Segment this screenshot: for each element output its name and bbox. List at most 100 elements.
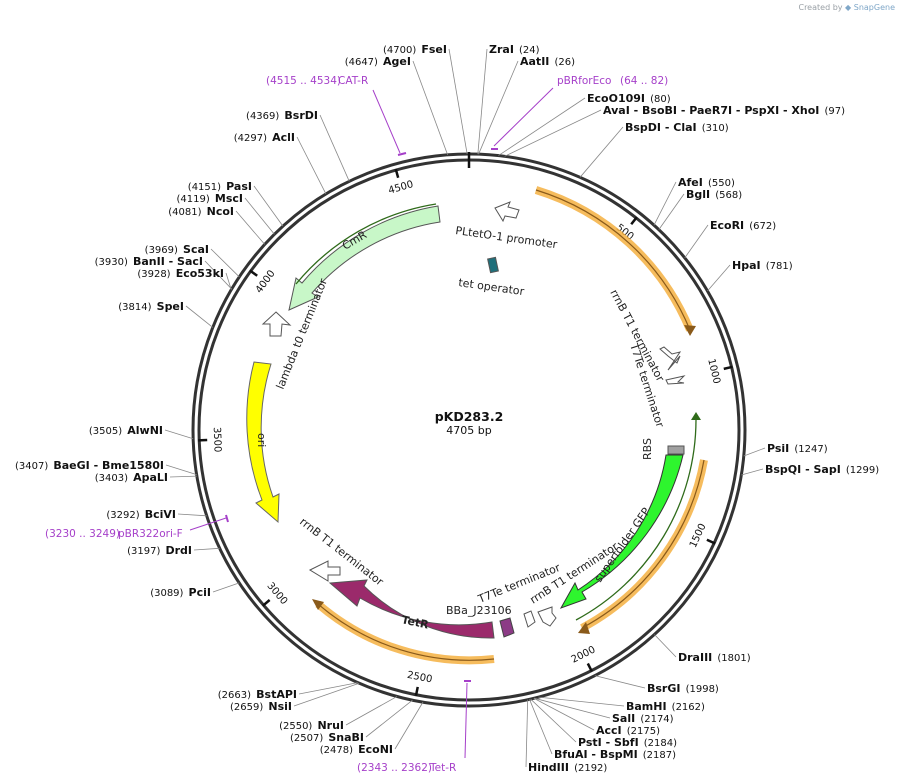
restriction-site-label[interactable]: BglI (568) bbox=[686, 183, 742, 202]
rrnb-t1-terminator-left-arrow[interactable] bbox=[308, 560, 341, 582]
site-leader-line bbox=[177, 513, 207, 517]
site-leader-line bbox=[212, 582, 240, 593]
restriction-site-label[interactable]: (3814) SpeI bbox=[118, 295, 184, 314]
restriction-site-label[interactable]: HindIII (2192) bbox=[528, 756, 607, 775]
site-leader-line bbox=[504, 109, 602, 157]
primer-leader-cat-r bbox=[372, 89, 401, 154]
rbs-feature[interactable] bbox=[667, 445, 685, 455]
restriction-site-label[interactable]: AfeI (550) bbox=[678, 171, 735, 190]
restriction-site-label[interactable]: (4119) MscI bbox=[177, 187, 243, 206]
site-name: AccI bbox=[596, 724, 622, 737]
restriction-site-label[interactable]: AccI (2175) bbox=[596, 719, 660, 738]
rrnb-t1-terminator-bottom-arrow[interactable] bbox=[537, 606, 557, 627]
restriction-site-label[interactable]: AatII (26) bbox=[520, 50, 575, 69]
ring-tick bbox=[706, 538, 716, 545]
restriction-site-label[interactable]: (4297) AclI bbox=[234, 126, 295, 145]
site-name: ZraI bbox=[489, 43, 514, 56]
feature-label-tetr: TetR bbox=[400, 613, 430, 631]
site-leader-line bbox=[525, 699, 529, 768]
site-leader-line bbox=[594, 675, 646, 689]
site-leader-line bbox=[412, 60, 449, 155]
site-position: (4297) bbox=[234, 133, 267, 144]
restriction-site-label[interactable]: BfuAI - BspMI (2187) bbox=[554, 743, 676, 762]
bba-j23106-feature[interactable] bbox=[499, 617, 515, 638]
restriction-site-label[interactable]: (3505) AlwNI bbox=[89, 419, 163, 438]
restriction-site-label[interactable]: BspDI - ClaI (310) bbox=[625, 116, 729, 135]
site-name: PciI bbox=[189, 586, 211, 599]
site-name: DrdI bbox=[165, 544, 192, 557]
site-leader-line bbox=[579, 126, 624, 178]
site-leader-line bbox=[253, 185, 284, 227]
restriction-site-label[interactable]: ZraI (24) bbox=[489, 38, 540, 57]
restriction-site-label[interactable]: (3928) Eco53kI bbox=[137, 262, 224, 281]
site-position: (1801) bbox=[717, 653, 750, 664]
restriction-site-label[interactable]: (3407) BaeGI - Bme1580I bbox=[15, 454, 164, 473]
plasmid-name: pKD283.2 bbox=[435, 409, 504, 424]
site-position: (3407) bbox=[15, 461, 48, 472]
site-position: (3292) bbox=[106, 510, 139, 521]
restriction-site-label[interactable]: (2659) NsiI bbox=[230, 695, 292, 714]
t7te-terminator-right-arrow[interactable] bbox=[665, 375, 686, 385]
restriction-site-label[interactable]: BspQI - SapI (1299) bbox=[765, 458, 879, 477]
restriction-site-label[interactable]: PstI - SbfI (2184) bbox=[578, 731, 677, 750]
site-position: (672) bbox=[749, 221, 776, 232]
feature-label-gfp: superfolder GFP bbox=[592, 505, 653, 585]
ori-feature-arrow[interactable] bbox=[246, 361, 280, 524]
restriction-site-label[interactable]: AvaI - BsoBI - PaeR7I - PspXI - XhoI (97… bbox=[603, 99, 845, 118]
tet-operator-feature[interactable] bbox=[487, 256, 499, 274]
restriction-site-label[interactable]: (4081) NcoI bbox=[168, 200, 234, 219]
site-name: ScaI bbox=[183, 243, 209, 256]
site-name: BanII - SacI bbox=[133, 255, 203, 268]
site-position: (568) bbox=[715, 190, 742, 201]
cmr-feature-arrow[interactable] bbox=[288, 205, 441, 311]
restriction-site-label[interactable]: (4151) PasI bbox=[188, 175, 252, 194]
site-position: (310) bbox=[702, 123, 729, 134]
restriction-site-label[interactable]: DraIII (1801) bbox=[678, 646, 751, 665]
restriction-site-label[interactable]: EcoRI (672) bbox=[710, 214, 776, 233]
restriction-site-label[interactable]: (3089) PciI bbox=[150, 581, 211, 600]
restriction-site-label[interactable]: BamHI (2162) bbox=[626, 695, 705, 714]
lambda-t0-terminator-arrow[interactable] bbox=[261, 311, 292, 337]
restriction-site-label[interactable]: HpaI (781) bbox=[732, 254, 793, 273]
pltet-promoter-arrow[interactable] bbox=[494, 201, 520, 223]
primer-range-tet-r: (2343 .. 2362) bbox=[357, 762, 432, 774]
ring-tick bbox=[261, 599, 271, 607]
t7te-terminator-bottom-arrow[interactable] bbox=[523, 610, 536, 628]
site-position: (4151) bbox=[188, 182, 221, 193]
site-leader-line bbox=[169, 475, 197, 478]
restriction-site-label[interactable]: (3930) BanII - SacI bbox=[95, 250, 203, 269]
site-position: (1998) bbox=[686, 684, 719, 695]
restriction-site-label[interactable]: (3969) ScaI bbox=[145, 238, 209, 257]
site-name: PasI bbox=[226, 180, 252, 193]
site-leader-line bbox=[204, 260, 232, 290]
restriction-site-label[interactable]: (4369) BsrDI bbox=[246, 104, 318, 123]
restriction-site-label[interactable]: SalI (2174) bbox=[612, 707, 674, 726]
restriction-site-label[interactable]: EcoO109I (80) bbox=[587, 87, 671, 106]
restriction-site-label[interactable]: BsrGI (1998) bbox=[647, 677, 719, 696]
tetr-feature-arrow[interactable] bbox=[328, 579, 495, 639]
site-position: (2192) bbox=[574, 763, 607, 774]
site-name: PsiI bbox=[767, 442, 789, 455]
restriction-site-label[interactable]: (3403) ApaLI bbox=[95, 466, 168, 485]
restriction-site-label[interactable]: (2550) NruI bbox=[279, 714, 344, 733]
restriction-site-label[interactable]: (3292) BciVI bbox=[106, 503, 176, 522]
site-name: NcoI bbox=[207, 205, 234, 218]
restriction-site-label[interactable]: (3197) DrdI bbox=[127, 539, 192, 558]
restriction-site-label[interactable]: (2507) SnaBI bbox=[290, 726, 364, 745]
ring-tick bbox=[249, 269, 258, 277]
restriction-site-label[interactable]: (2478) EcoNI bbox=[320, 738, 393, 757]
restriction-site-label[interactable]: (4647) AgeI bbox=[345, 50, 411, 69]
site-leader-line bbox=[448, 48, 468, 155]
restriction-site-label[interactable]: (4700) FseI bbox=[383, 38, 447, 57]
site-leader-line bbox=[394, 701, 424, 750]
restriction-site-label[interactable]: PsiI (1247) bbox=[767, 437, 828, 456]
gfp-outer-line bbox=[575, 419, 697, 621]
gfp-feature-arrow[interactable] bbox=[559, 454, 684, 609]
site-name: PstI - SbfI bbox=[578, 736, 639, 749]
rrnb-t1-terminator-right-arrow[interactable] bbox=[659, 346, 682, 371]
orange-arc-arrowhead-1 bbox=[684, 325, 696, 336]
restriction-site-label[interactable]: (2663) BstAPI bbox=[218, 683, 297, 702]
site-leader-line bbox=[478, 60, 519, 155]
site-leader-line bbox=[296, 136, 327, 195]
primer-leader-pbr322ori-f bbox=[189, 517, 227, 531]
